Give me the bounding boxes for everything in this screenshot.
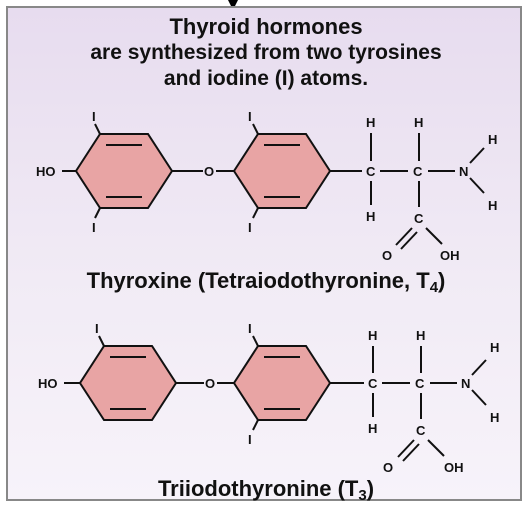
t4-carboxyl-oh: OH — [440, 248, 460, 263]
t4-nitrogen: N — [459, 164, 468, 179]
t3-hydrogen-1: H — [368, 328, 377, 343]
t4-carboxyl-oxygen: O — [382, 248, 392, 263]
t4-alpha-carbon-1: C — [366, 164, 376, 179]
triiodothyronine-label: Triiodothyronine (T3) — [0, 476, 532, 504]
t3-hydroxyl: HO — [38, 376, 58, 391]
t3-hydrogen-2: H — [416, 328, 425, 343]
t3-amine-hydrogen-2: H — [490, 410, 499, 425]
t4-hydrogen-1: H — [366, 115, 375, 130]
t3-iodine-2: I — [248, 321, 252, 336]
triiodothyronine-suffix: ) — [366, 476, 375, 501]
t4-iodine-1: I — [92, 109, 96, 124]
triiodothyronine-structure: HO O I I I C C N H H H C O OH — [38, 321, 499, 475]
t4-carboxyl-carbon: C — [414, 211, 424, 226]
t3-carboxyl-oxygen: O — [383, 460, 393, 475]
t3-alpha-carbon-2: C — [415, 376, 425, 391]
t3-nitrogen: N — [461, 376, 470, 391]
diagram-title: Thyroid hormones — [169, 14, 363, 39]
t3-iodine-3: I — [248, 432, 252, 447]
header: Thyroid hormones are synthesized from tw… — [0, 14, 532, 92]
t4-hydrogen-2: H — [414, 115, 423, 130]
t3-alpha-carbon-1: C — [368, 376, 378, 391]
t3-iodine-1: I — [95, 321, 99, 336]
t4-amine-hydrogen-1: H — [488, 132, 497, 147]
t4-iodine-2: I — [92, 220, 96, 235]
t3-amine-hydrogen-1: H — [490, 340, 499, 355]
t4-ether-oxygen: O — [204, 164, 214, 179]
thyroxine-name: Thyroxine (Tetraiodothyronine, T — [86, 268, 430, 293]
diagram-subtitle-line2: and iodine (I) atoms. — [163, 67, 369, 90]
thyroxine-label: Thyroxine (Tetraiodothyronine, T4) — [0, 268, 532, 296]
incoming-arrow-tip — [228, 0, 238, 10]
t4-iodine-4: I — [248, 220, 252, 235]
t3-ether-oxygen: O — [205, 376, 215, 391]
t4-alpha-carbon-2: C — [413, 164, 423, 179]
thyroxine-subscript: 4 — [429, 279, 439, 296]
t3-carboxyl-carbon: C — [416, 423, 426, 438]
thyroxine-structure: HO O I I I I C C N H H H C O — [36, 109, 497, 263]
diagram-subtitle-line1: are synthesized from two tyrosines — [90, 41, 442, 64]
t3-carboxyl-oh: OH — [444, 460, 464, 475]
t4-hydrogen-3: H — [366, 209, 375, 224]
t4-iodine-3: I — [248, 109, 252, 124]
t4-amine-hydrogen-2: H — [488, 198, 497, 213]
t4-hydroxyl: HO — [36, 164, 56, 179]
triiodothyronine-subscript: 3 — [358, 487, 367, 504]
t3-hydrogen-3: H — [368, 421, 377, 436]
triiodothyronine-name: Triiodothyronine (T — [157, 476, 359, 501]
thyroxine-suffix: ) — [438, 268, 446, 293]
